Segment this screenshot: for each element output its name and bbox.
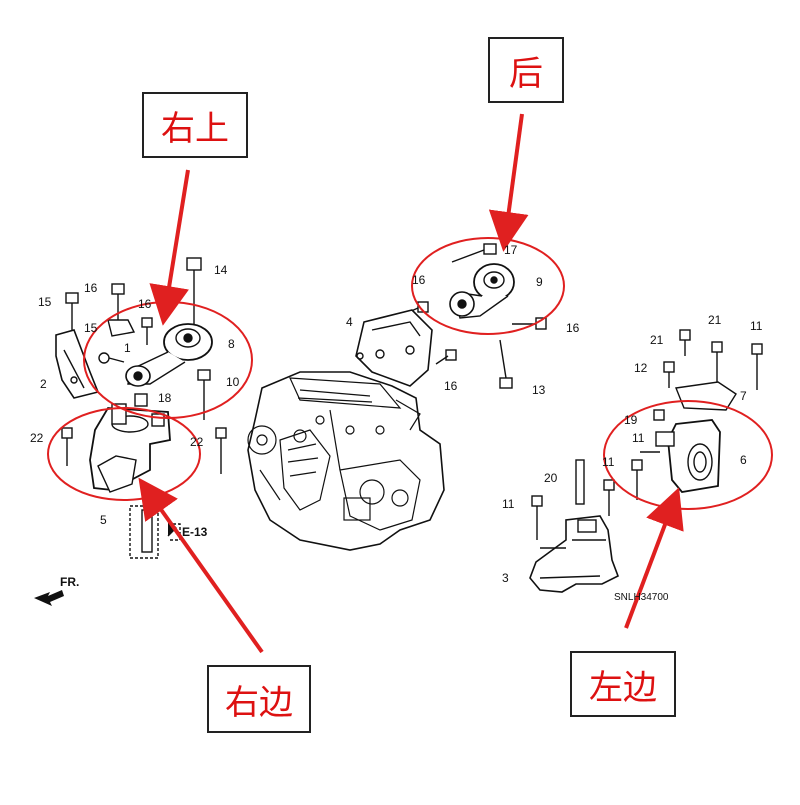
rear-arrow [488,113,529,252]
front-direction-indicator: FR. [34,575,79,606]
part-number-21: 21 [708,313,722,327]
part-number-16: 16 [566,321,580,335]
right-side-highlight [47,407,201,501]
part-number-15: 15 [38,295,52,309]
right-upper-mount-group [55,257,213,420]
rear-mount-group [355,243,547,389]
part-number-20: 20 [544,471,558,485]
part-number-17: 17 [504,243,518,257]
part-number-8: 8 [228,337,235,351]
left-side-mount-group [529,329,763,593]
callout-left-side: 左边 [570,651,676,717]
right-upper-arrow [149,169,190,326]
part-number-18: 18 [158,391,172,405]
part-number-10: 10 [226,375,240,389]
diagram-code: SNLH34700 [614,592,669,603]
part-number-16: 16 [138,297,152,311]
part-number-16: 16 [444,379,458,393]
part-number-19: 19 [624,413,638,427]
part-number-21: 21 [650,333,664,347]
right-side-arrow [138,477,264,654]
part-number-13: 13 [532,383,546,397]
part-number-22: 22 [30,431,44,445]
part-number-11: 11 [750,319,763,333]
part-number-11: 11 [502,497,515,511]
engine-assembly [247,371,445,551]
part-number-11: 11 [602,455,615,469]
left-side-highlight [603,400,773,510]
part-number-22: 22 [190,435,204,449]
part-number-12: 12 [634,361,648,375]
part-number-3: 3 [502,571,509,585]
part-number-14: 14 [214,263,228,277]
part-number-7: 7 [740,389,747,403]
part-number-5: 5 [100,513,107,527]
right-side-mount-group [61,403,227,559]
part-number-16: 16 [412,273,426,287]
left-side-arrow [624,487,684,629]
rear-highlight [411,237,565,335]
part-number-4: 4 [346,315,353,329]
callout-rear: 后 [488,37,564,103]
part-number-11: 11 [632,431,645,445]
part-number-15: 15 [84,321,98,335]
part-number-2: 2 [40,377,47,391]
part-number-6: 6 [740,453,747,467]
callout-right-upper: 右上 [142,92,248,158]
part-number-1: 1 [124,341,131,355]
callout-right-side: 右边 [207,665,311,733]
front-label: FR. [60,575,79,589]
part-number-16: 16 [84,281,98,295]
reference-e13: E-13 [182,525,208,539]
part-number-9: 9 [536,275,543,289]
